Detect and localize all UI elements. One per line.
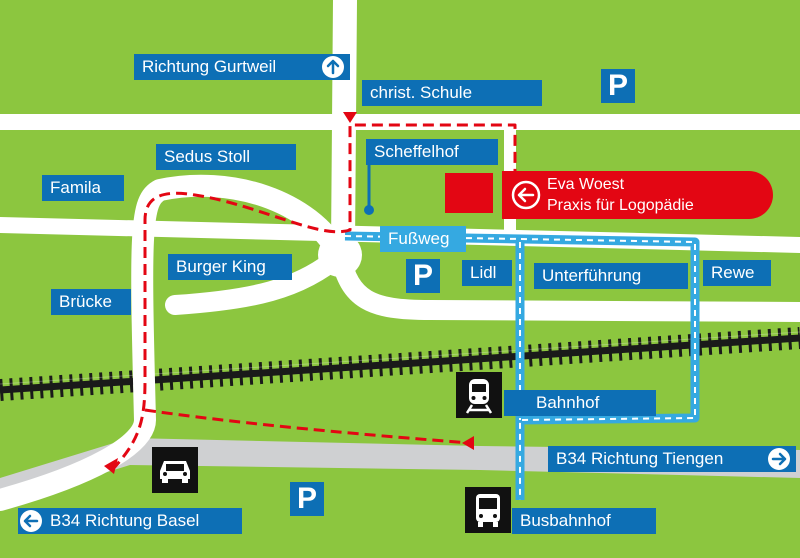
label-sedus-stoll: Sedus Stoll <box>156 144 296 170</box>
parking-sign: P <box>290 482 324 516</box>
label-b34-tiengen: B34 Richtung Tiengen <box>548 446 796 472</box>
label-christ-schule: christ. Schule <box>362 80 542 106</box>
parking-sign: P <box>406 259 440 293</box>
bus-station <box>465 487 511 533</box>
route-arrow-end <box>462 436 474 450</box>
route-arrow-top <box>343 112 357 123</box>
route <box>110 123 517 472</box>
train-station <box>456 372 502 418</box>
label-bruecke: Brücke <box>51 289 131 315</box>
car-park <box>152 447 198 493</box>
label-unterfuehrung: Unterführung <box>534 263 688 289</box>
left-arrow-icon <box>20 510 42 532</box>
destination-subtitle: Praxis für Logopädie <box>547 197 694 214</box>
roundabout <box>318 233 362 277</box>
label-rewe: Rewe <box>703 260 771 286</box>
label-fussweg: Fußweg <box>380 226 466 252</box>
train-icon <box>465 379 493 414</box>
destination-building <box>445 173 493 213</box>
label-busbahnhof: Busbahnhof <box>512 508 656 534</box>
destination-badge: Eva Woest Praxis für Logopädie <box>502 171 773 219</box>
right-arrow-icon <box>768 448 790 470</box>
bus-icon <box>476 494 500 527</box>
label-richtung-gurtweil-text: Richtung Gurtweil <box>142 57 277 76</box>
up-arrow-icon <box>322 56 344 78</box>
label-b34-basel: B34 Richtung Basel <box>18 508 242 534</box>
scheffelhof-dot <box>364 205 374 215</box>
label-burger-king: Burger King <box>168 254 292 280</box>
railway <box>0 327 800 401</box>
destination-name: Eva Woest <box>547 176 625 193</box>
label-famila: Famila <box>42 175 124 201</box>
route-arrow-bottom <box>104 458 118 474</box>
parking-sign: P <box>601 69 635 103</box>
car-icon <box>160 461 190 483</box>
label-lidl: Lidl <box>462 260 512 286</box>
label-richtung-gurtweil: Richtung Gurtweil <box>134 54 350 80</box>
label-bahnhof: Bahnhof <box>504 390 656 416</box>
label-scheffelhof: Scheffelhof <box>366 139 498 165</box>
left-arrow-icon <box>511 180 541 210</box>
